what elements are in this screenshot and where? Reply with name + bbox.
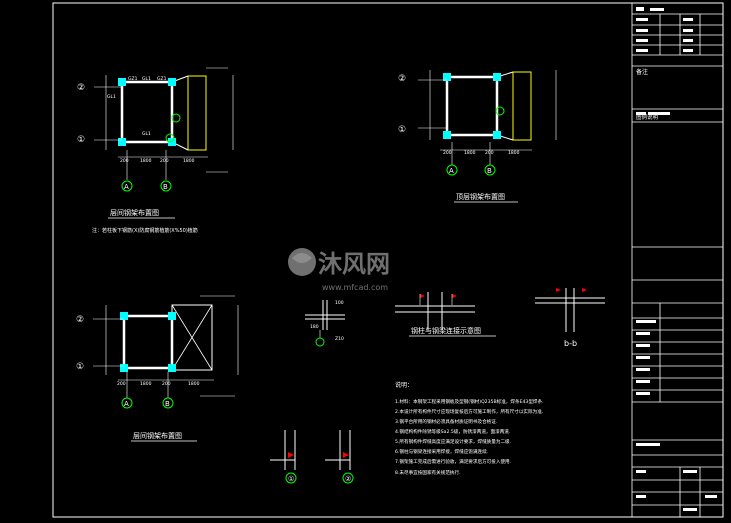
plan3-axis-row-1: ① — [76, 362, 84, 372]
notes-heading: 说明： — [395, 381, 413, 389]
plan1-label-gl1-bottom: GL1 — [142, 131, 151, 137]
drawing-border — [52, 2, 724, 518]
detail-small-1-label: ① — [288, 475, 294, 483]
detail-small-1 — [270, 430, 297, 484]
note-line-6: 6.钢柱与钢梁连接采用焊接，焊缝应饱满连续. — [395, 448, 488, 455]
plan3-axis-row-2: ② — [76, 315, 84, 325]
plan1-label-gz1-b: GZ1 — [157, 76, 167, 82]
detail3-title: b-b — [564, 339, 577, 348]
plan2-axis-row-2: ② — [398, 74, 406, 84]
plan1-axis-col-b: B — [163, 183, 168, 191]
notes-lines: 1.材料：本钢架工程采用钢板及型钢(钢材)Q235B标准，焊条E43型焊条. 2… — [395, 398, 544, 476]
title-block-note: 备注 — [636, 68, 648, 76]
detail1-dim-100: 100 — [335, 300, 344, 306]
plan2-axis-col-b: B — [487, 167, 492, 175]
plan1-axis-col-a: A — [124, 183, 129, 191]
plan1-stair — [187, 75, 207, 151]
plan3-axis-col-a: A — [124, 400, 129, 408]
note-line-8: 8.未尽事宜按国家有关规范执行. — [395, 469, 461, 476]
title-block-marks — [636, 7, 717, 511]
detail-section-1 — [305, 300, 345, 347]
plan1-frame — [120, 80, 174, 144]
title-block-legend: 图例说明 — [636, 113, 659, 121]
plan1-note: 注：若柱板下钢筋(X)防腐钢筋植筋(X%50)植筋 — [92, 227, 198, 234]
note-line-4: 4.钢结构构件除锈等级Sa2.5级，防锈漆两道，面漆两道. — [395, 428, 510, 435]
plan-1 — [94, 67, 234, 180]
title-block — [631, 3, 723, 517]
plan3-title: 层间钢架布置图 — [133, 431, 182, 440]
note-line-7: 7.钢架施工完成后需进行验收，满足要求后方可投入使用. — [395, 458, 511, 465]
plan3-dim-4: 1800 — [188, 381, 200, 387]
detail-small-2-label: ② — [345, 475, 351, 483]
plan2-dim-3: 200 — [485, 150, 494, 156]
plan1-title: 层间钢架布置图 — [110, 208, 159, 217]
plan1-label-gz1: GZ1 — [128, 76, 138, 82]
detail1-dim-180: 180 — [310, 324, 319, 330]
plan3-dim-3: 200 — [162, 381, 171, 387]
plan2-axis-col-a: A — [449, 167, 454, 175]
plan1-axis-col-a-bubble — [121, 180, 133, 192]
plan-2 — [418, 70, 557, 165]
plan1-dim-4: 1800 — [183, 158, 195, 164]
detail-connection — [395, 292, 475, 330]
plan-3 — [93, 295, 239, 398]
plan1-label-gl1: GL1 — [142, 76, 151, 82]
plan1-dim-3: 200 — [160, 158, 169, 164]
plan1-axis-col-b-bubble — [160, 180, 172, 192]
watermark-url: www.mfcad.com — [322, 283, 388, 292]
detail2-title: 钢柱与钢梁连接示意图 — [411, 326, 481, 335]
plan1-dim-1: 200 — [120, 158, 129, 164]
plan3-dim-1: 200 — [117, 381, 126, 387]
plan2-dim-4: 1800 — [508, 150, 520, 156]
note-line-2: 2.本设计所有构件尺寸应现场复核后方可施工制作，所有尺寸以实际为准. — [395, 408, 543, 415]
detail1-dim-z: Z10 — [335, 336, 344, 342]
detail-small-2 — [325, 430, 354, 484]
plan1-axis-row-2: ② — [77, 83, 85, 93]
plan1-label-gl1-left: GL1 — [107, 94, 116, 100]
plan2-title: 顶层钢架布置图 — [456, 192, 505, 201]
note-line-3: 3.钢平台所用的钢材必须具备材质证明书及合格证. — [395, 418, 497, 425]
plan2-dim-1: 200 — [443, 150, 452, 156]
plan3-axis-col-b: B — [165, 400, 170, 408]
note-line-1: 1.材料：本钢架工程采用钢板及型钢(钢材)Q235B标准，焊条E43型焊条. — [395, 398, 544, 405]
plan1-dim-2: 1800 — [140, 158, 152, 164]
watermark-brand: 沐风网 — [318, 250, 390, 278]
watermark — [288, 248, 316, 276]
detail-bb — [535, 288, 605, 332]
note-line-5: 5.所有钢构件焊缝高度应满足设计要求，焊缝质量为二级. — [395, 438, 511, 445]
plan1-axis-row-1: ① — [77, 135, 85, 145]
plan2-dim-2: 1800 — [464, 150, 476, 156]
plan3-dim-2: 1800 — [140, 381, 152, 387]
plan2-axis-row-1: ① — [398, 125, 406, 135]
